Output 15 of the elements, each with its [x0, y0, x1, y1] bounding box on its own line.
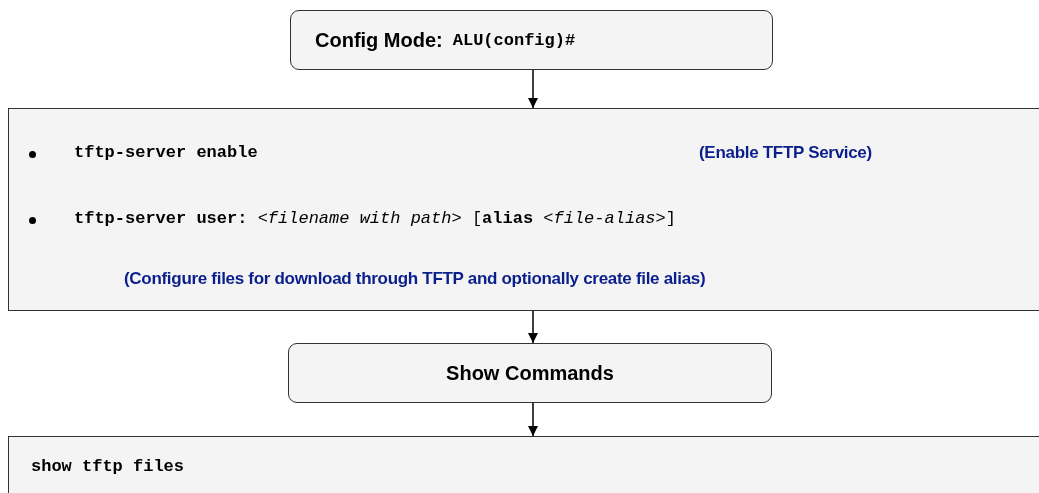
step-title: Config Mode:	[315, 28, 443, 52]
step-box	[288, 343, 772, 403]
arrow	[528, 69, 538, 109]
note-text: (Configure files for download through TFTP and optionally create file alias)	[124, 269, 706, 289]
command-text: show tftp files	[31, 457, 185, 476]
command-panel	[8, 108, 1039, 311]
note-text: (Enable TFTP Service)	[699, 143, 872, 163]
command-panel	[8, 436, 1039, 493]
arrow	[528, 310, 538, 344]
arrow	[528, 402, 538, 437]
command-text: tftp-server enable	[74, 143, 258, 162]
prompt-text: ALU(config)#	[452, 30, 576, 50]
step-box	[290, 10, 773, 70]
step-title: Show Commands	[446, 361, 614, 385]
command-text: tftp-server user: <filename with path> [alias <file-alias>]	[74, 209, 676, 228]
